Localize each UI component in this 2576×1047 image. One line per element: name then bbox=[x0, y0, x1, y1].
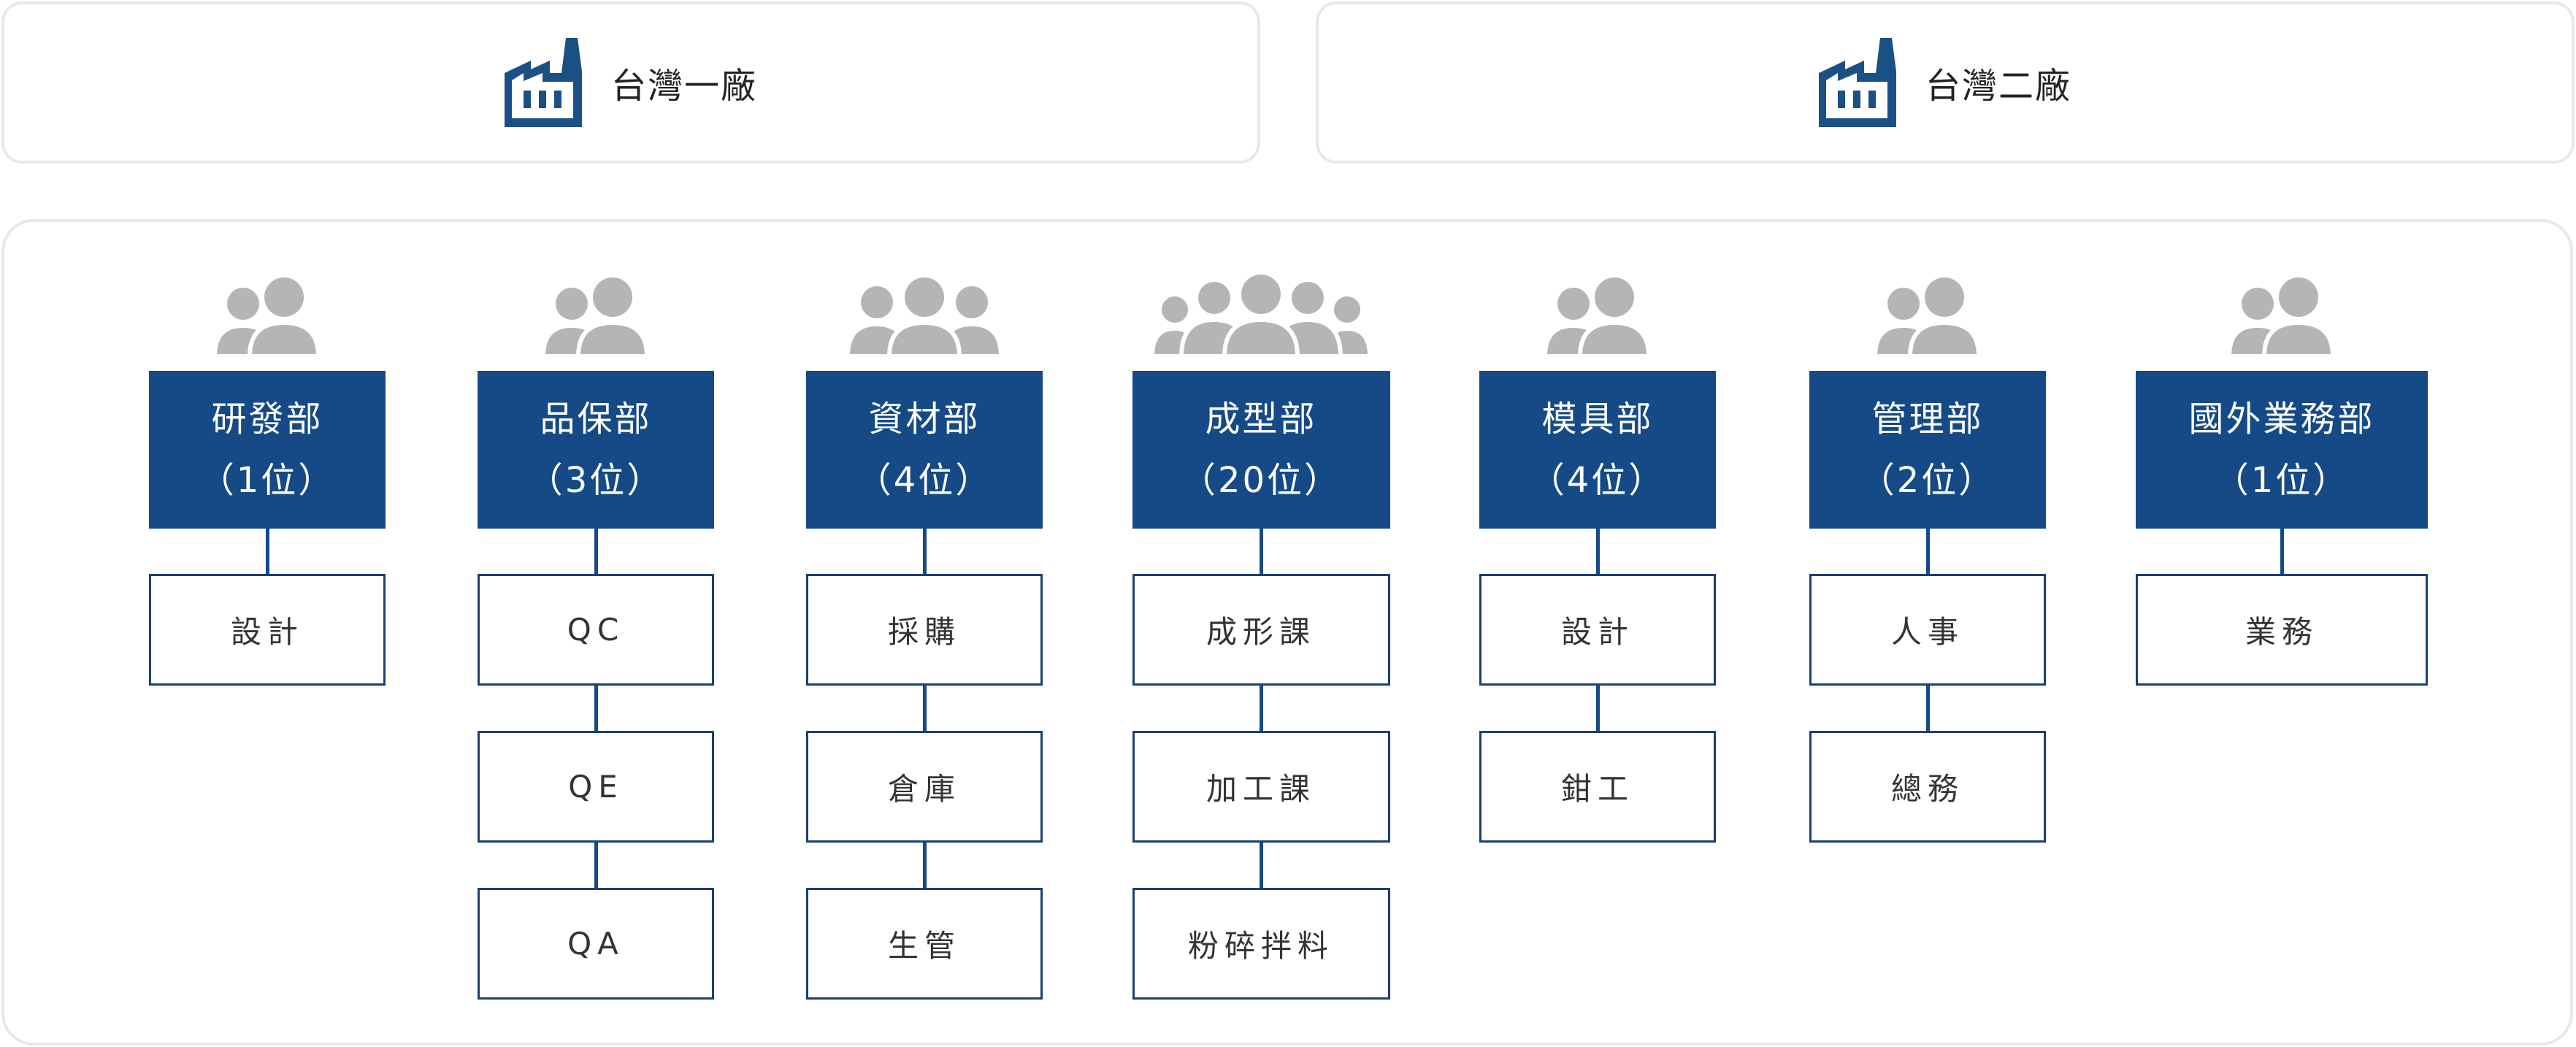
department-name: 管理部 bbox=[1871, 399, 1984, 440]
department-headcount: （4位） bbox=[856, 460, 993, 501]
department-column: 模具部 （4位） 設計 鉗工 bbox=[1479, 275, 1716, 843]
sub-unit-label: 人事 bbox=[1890, 614, 1964, 650]
factory-icon bbox=[504, 38, 582, 127]
department-column: 國外業務部 （1位） 業務 bbox=[2136, 275, 2428, 686]
connector-line bbox=[1925, 686, 1930, 731]
sub-unit-box: 設計 bbox=[149, 574, 386, 686]
sub-unit-box: QE bbox=[478, 731, 714, 843]
connector-line bbox=[1595, 529, 1600, 574]
department-header: 研發部 （1位） bbox=[149, 371, 386, 529]
department-name: 研發部 bbox=[211, 399, 323, 440]
sub-unit-box: QC bbox=[478, 574, 714, 686]
connector-line bbox=[1595, 686, 1600, 731]
factory-card-1: 台灣一廠 bbox=[1, 1, 1260, 164]
connector-line bbox=[594, 843, 598, 888]
factory-title: 台灣二廠 bbox=[1925, 66, 2071, 107]
sub-unit-label: 生管 bbox=[887, 928, 961, 964]
department-headcount: （3位） bbox=[527, 460, 664, 501]
connector-line bbox=[265, 529, 269, 574]
sub-unit-label: 設計 bbox=[230, 614, 304, 650]
department-header: 品保部 （3位） bbox=[478, 371, 714, 529]
people-2-icon bbox=[2227, 275, 2337, 358]
sub-unit-box: 粉碎拌料 bbox=[1132, 888, 1390, 1000]
department-header: 成型部 （20位） bbox=[1132, 371, 1390, 529]
connector-line bbox=[922, 529, 927, 574]
department-name: 國外業務部 bbox=[2188, 399, 2375, 440]
sub-unit-box: 業務 bbox=[2136, 574, 2428, 686]
connector-line bbox=[922, 843, 927, 888]
department-column: 研發部 （1位） 設計 bbox=[149, 275, 386, 686]
sub-unit-box: 採購 bbox=[806, 574, 1043, 686]
department-headcount: （20位） bbox=[1180, 460, 1342, 501]
department-headcount: （2位） bbox=[1859, 460, 1996, 501]
department-header: 模具部 （4位） bbox=[1479, 371, 1716, 529]
sub-unit-label: QC bbox=[567, 612, 625, 648]
sub-unit-box: 設計 bbox=[1479, 574, 1716, 686]
department-column: 成型部 （20位） 成形課 加工課 粉碎拌料 bbox=[1132, 275, 1390, 1000]
org-chart-panel bbox=[1, 219, 2573, 1046]
department-header: 管理部 （2位） bbox=[1809, 371, 2046, 529]
department-name: 成型部 bbox=[1205, 399, 1317, 440]
department-headcount: （4位） bbox=[1529, 460, 1666, 501]
connector-line bbox=[2280, 529, 2284, 574]
sub-unit-label: 總務 bbox=[1890, 771, 1964, 807]
department-header: 國外業務部 （1位） bbox=[2136, 371, 2428, 529]
connector-line bbox=[594, 529, 598, 574]
department-name: 品保部 bbox=[540, 399, 652, 440]
department-column: 品保部 （3位） QC QE QA bbox=[478, 275, 714, 1000]
sub-unit-box: 成形課 bbox=[1132, 574, 1390, 686]
sub-unit-label: 採購 bbox=[887, 614, 961, 650]
department-name: 資材部 bbox=[868, 399, 981, 440]
sub-unit-label: 設計 bbox=[1560, 614, 1634, 650]
department-header: 資材部 （4位） bbox=[806, 371, 1043, 529]
department-headcount: （1位） bbox=[199, 460, 336, 501]
connector-line bbox=[1259, 529, 1263, 574]
department-column: 管理部 （2位） 人事 總務 bbox=[1809, 275, 2046, 843]
connector-line bbox=[594, 686, 598, 731]
people-2-icon bbox=[212, 275, 322, 358]
connector-line bbox=[922, 686, 927, 731]
connector-line bbox=[1925, 529, 1930, 574]
sub-unit-box: 總務 bbox=[1809, 731, 2046, 843]
sub-unit-box: QA bbox=[478, 888, 714, 1000]
factory-card-2: 台灣二廠 bbox=[1316, 1, 2575, 164]
department-headcount: （1位） bbox=[2213, 460, 2350, 501]
factory-title: 台灣一廠 bbox=[610, 66, 757, 107]
sub-unit-label: 倉庫 bbox=[887, 771, 961, 807]
sub-unit-box: 倉庫 bbox=[806, 731, 1043, 843]
sub-unit-label: 鉗工 bbox=[1560, 771, 1634, 807]
department-name: 模具部 bbox=[1541, 399, 1654, 440]
sub-unit-label: 成形課 bbox=[1205, 614, 1316, 650]
people-5-icon bbox=[1151, 275, 1371, 358]
sub-unit-box: 鉗工 bbox=[1479, 731, 1716, 843]
sub-unit-label: QA bbox=[567, 926, 624, 962]
sub-unit-box: 生管 bbox=[806, 888, 1043, 1000]
people-2-icon bbox=[1873, 275, 1982, 358]
sub-unit-label: QE bbox=[568, 769, 624, 805]
people-2-icon bbox=[1543, 275, 1652, 358]
people-2-icon bbox=[541, 275, 651, 358]
sub-unit-box: 人事 bbox=[1809, 574, 2046, 686]
sub-unit-box: 加工課 bbox=[1132, 731, 1390, 843]
people-3-icon bbox=[848, 275, 1001, 358]
sub-unit-label: 粉碎拌料 bbox=[1187, 928, 1334, 964]
connector-line bbox=[1259, 843, 1263, 888]
sub-unit-label: 加工課 bbox=[1205, 771, 1316, 807]
department-column: 資材部 （4位） 採購 倉庫 生管 bbox=[806, 275, 1043, 1000]
connector-line bbox=[1259, 686, 1263, 731]
factory-icon bbox=[1818, 38, 1896, 127]
sub-unit-label: 業務 bbox=[2245, 614, 2318, 650]
